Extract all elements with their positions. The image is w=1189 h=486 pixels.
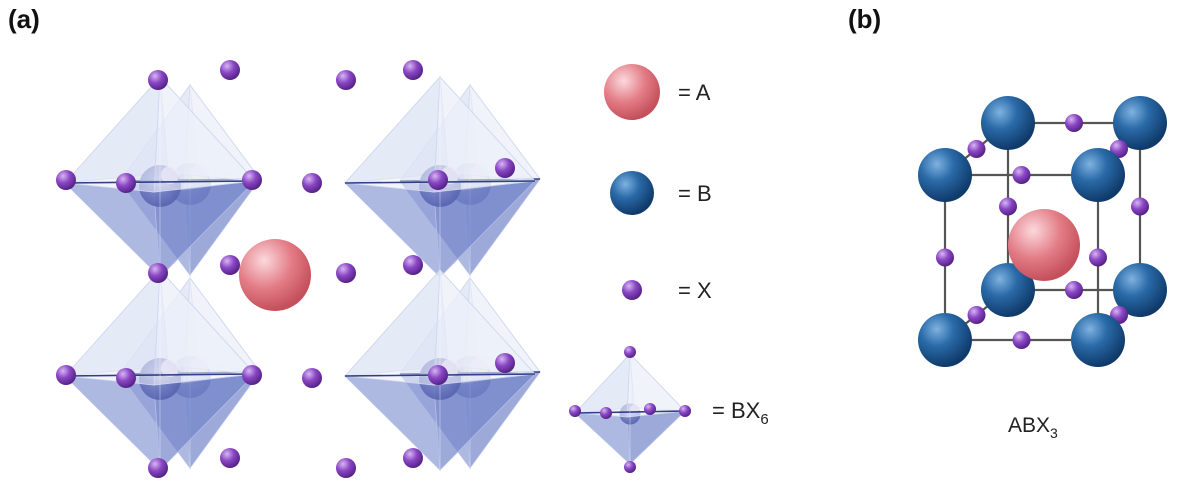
x-anion bbox=[1089, 248, 1107, 267]
x-anion bbox=[495, 353, 515, 373]
octahedron-equator bbox=[64, 373, 256, 377]
x-anion bbox=[967, 306, 986, 324]
x-anion bbox=[1065, 114, 1083, 132]
legend-label-BX6-main: = BX bbox=[712, 398, 761, 423]
x-anion bbox=[1012, 331, 1031, 349]
legend-octahedron bbox=[569, 346, 691, 473]
legend-sphere-X bbox=[622, 280, 642, 300]
formula-subscript: 3 bbox=[1050, 425, 1058, 441]
x-anion bbox=[428, 365, 448, 385]
x-anion bbox=[1110, 140, 1128, 158]
x-anion bbox=[967, 140, 986, 158]
b-cation bbox=[1113, 96, 1167, 150]
x-anion bbox=[302, 368, 322, 388]
x-anion bbox=[302, 173, 322, 193]
b-cation bbox=[981, 96, 1035, 150]
x-anion bbox=[644, 403, 656, 415]
octahedron-face-front bbox=[64, 75, 161, 193]
octahedron-7 bbox=[343, 268, 537, 472]
formula-label: ABX3 bbox=[1008, 414, 1058, 441]
x-anion bbox=[624, 461, 636, 473]
x-anion bbox=[148, 263, 168, 283]
x-anion bbox=[403, 255, 423, 275]
b-cation bbox=[918, 313, 972, 367]
octahedron-face-front bbox=[344, 268, 441, 386]
x-anion bbox=[1131, 197, 1149, 216]
legend-label-BX6: = BX6 bbox=[712, 398, 769, 428]
x-anion bbox=[220, 60, 240, 80]
panel-b-label: (b) bbox=[848, 4, 882, 34]
x-anion bbox=[116, 368, 136, 388]
legend-sphere-B bbox=[610, 171, 654, 215]
octahedron-6 bbox=[63, 268, 257, 472]
x-anion bbox=[56, 170, 76, 190]
x-anion bbox=[148, 458, 168, 478]
x-anion bbox=[242, 365, 262, 385]
x-anion bbox=[336, 263, 356, 283]
x-anion bbox=[1065, 281, 1083, 299]
x-anion bbox=[1012, 166, 1031, 184]
abx3-unit-cell bbox=[918, 96, 1167, 367]
legend-label-X: = X bbox=[678, 278, 712, 303]
x-anion bbox=[220, 448, 240, 468]
octahedron-face-front bbox=[433, 76, 536, 193]
x-anion bbox=[242, 170, 262, 190]
x-anion bbox=[999, 197, 1017, 216]
octahedron-face-front bbox=[344, 75, 441, 193]
octahedron-3 bbox=[343, 75, 537, 279]
x-anion bbox=[336, 458, 356, 478]
octahedron-face-bottom bbox=[573, 412, 631, 465]
panel-a-label: (a) bbox=[8, 4, 40, 34]
x-anion bbox=[936, 248, 954, 267]
octahedron-equator bbox=[574, 410, 686, 414]
x-anion bbox=[624, 346, 636, 358]
x-anion bbox=[428, 170, 448, 190]
x-anion bbox=[403, 60, 423, 80]
x-anion bbox=[116, 173, 136, 193]
b-cation bbox=[918, 148, 972, 202]
octahedron-legend bbox=[573, 352, 687, 465]
x-anion bbox=[403, 448, 423, 468]
octahedron-face-front bbox=[626, 353, 686, 418]
legend-label-B: = B bbox=[678, 181, 712, 206]
b-cation bbox=[981, 263, 1035, 317]
octahedron-2 bbox=[63, 75, 257, 279]
a-cation bbox=[1008, 209, 1080, 281]
b-cation bbox=[1071, 313, 1125, 367]
x-anion bbox=[220, 255, 240, 275]
formula-main: ABX bbox=[1008, 414, 1050, 437]
legend-label-BX6-sub: 6 bbox=[760, 411, 768, 428]
b-cation bbox=[1071, 148, 1125, 202]
octahedron-equator bbox=[64, 180, 256, 184]
legend: = A = B = X = BX6 bbox=[569, 64, 769, 473]
a-cation bbox=[239, 239, 311, 311]
x-anion bbox=[495, 158, 515, 178]
x-anion bbox=[569, 405, 581, 417]
octahedron-face-front bbox=[574, 352, 631, 418]
x-anion bbox=[56, 365, 76, 385]
legend-sphere-A bbox=[604, 64, 660, 120]
octahedron-face-front bbox=[153, 269, 256, 386]
b-cation bbox=[1113, 263, 1167, 317]
x-anion bbox=[148, 70, 168, 90]
legend-label-A: = A bbox=[678, 80, 711, 105]
octahedron-face-front bbox=[433, 269, 536, 386]
x-anion bbox=[600, 407, 612, 419]
perovskite-lattice bbox=[56, 60, 541, 478]
x-anion bbox=[679, 405, 691, 417]
octahedron-face-front bbox=[64, 268, 161, 386]
octahedron-face-front bbox=[153, 76, 256, 193]
x-anion bbox=[336, 70, 356, 90]
